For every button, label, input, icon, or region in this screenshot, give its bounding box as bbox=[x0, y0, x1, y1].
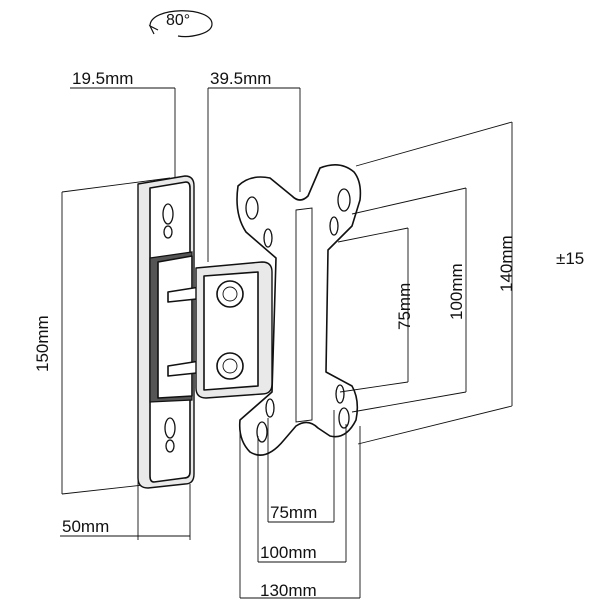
offset-label: 19.5mm bbox=[72, 69, 133, 88]
v140-ext-bottom bbox=[357, 405, 513, 445]
height-label: 150mm bbox=[33, 315, 52, 372]
vesa-hole-bl bbox=[256, 421, 268, 443]
v100-ext-bottom bbox=[351, 391, 467, 413]
tilt-knob-top-inner bbox=[222, 286, 238, 302]
vesa-plate-spine bbox=[295, 207, 313, 423]
vesa-hole-tl bbox=[245, 196, 259, 220]
v100-label: 100mm bbox=[447, 263, 466, 320]
arm-label: 39.5mm bbox=[210, 69, 271, 88]
v75-label: 75mm bbox=[395, 283, 414, 330]
vesa-hole-tl-inner bbox=[263, 228, 273, 248]
vesa-hole-br-inner bbox=[335, 384, 345, 404]
wall-plate-hole-top bbox=[163, 225, 173, 239]
arm-side bbox=[157, 255, 193, 399]
v75-ext-bottom bbox=[339, 381, 409, 393]
h75-label: 75mm bbox=[270, 503, 317, 522]
vesa-hole-bl-inner bbox=[265, 398, 275, 418]
h130-label: 130mm bbox=[260, 581, 317, 600]
vesa-hole-tr bbox=[337, 188, 351, 212]
rotation-arrowhead bbox=[148, 24, 159, 35]
tilt-knob-top bbox=[216, 280, 244, 308]
height-ext-top bbox=[61, 177, 171, 193]
vesa-hole-br bbox=[338, 407, 350, 429]
v100-ext-top bbox=[351, 187, 467, 215]
horizontal-dimensions: 75mm 100mm 130mm bbox=[239, 410, 361, 600]
vesa-plate bbox=[236, 164, 362, 456]
rotation-indicator: 80° bbox=[148, 10, 213, 38]
tilt-knob-bottom-inner bbox=[222, 358, 238, 374]
vertical-dimensions: 75mm 100mm 140mm bbox=[337, 121, 516, 445]
height-dimension: 150mm bbox=[33, 177, 171, 495]
rotation-label: 80° bbox=[166, 12, 190, 29]
wall-plate-slot-top bbox=[162, 203, 174, 225]
arm-bracket bbox=[149, 251, 273, 403]
depth-label: 50mm bbox=[62, 517, 109, 536]
v140-label: 140mm bbox=[497, 235, 516, 292]
tolerance-label: ±15 bbox=[556, 249, 584, 268]
wall-plate-hole-bottom bbox=[165, 439, 175, 453]
wall-plate-slot-bottom bbox=[164, 417, 176, 439]
tilt-knob-bottom bbox=[216, 352, 244, 380]
v75-ext-top bbox=[337, 227, 409, 243]
top-dimensions: 19.5mm 39.5mm bbox=[70, 69, 301, 262]
rotation-ellipse bbox=[149, 10, 213, 38]
v140-ext-top bbox=[355, 121, 513, 167]
vesa-hole-tr-inner bbox=[329, 216, 339, 236]
h100-label: 100mm bbox=[260, 543, 317, 562]
